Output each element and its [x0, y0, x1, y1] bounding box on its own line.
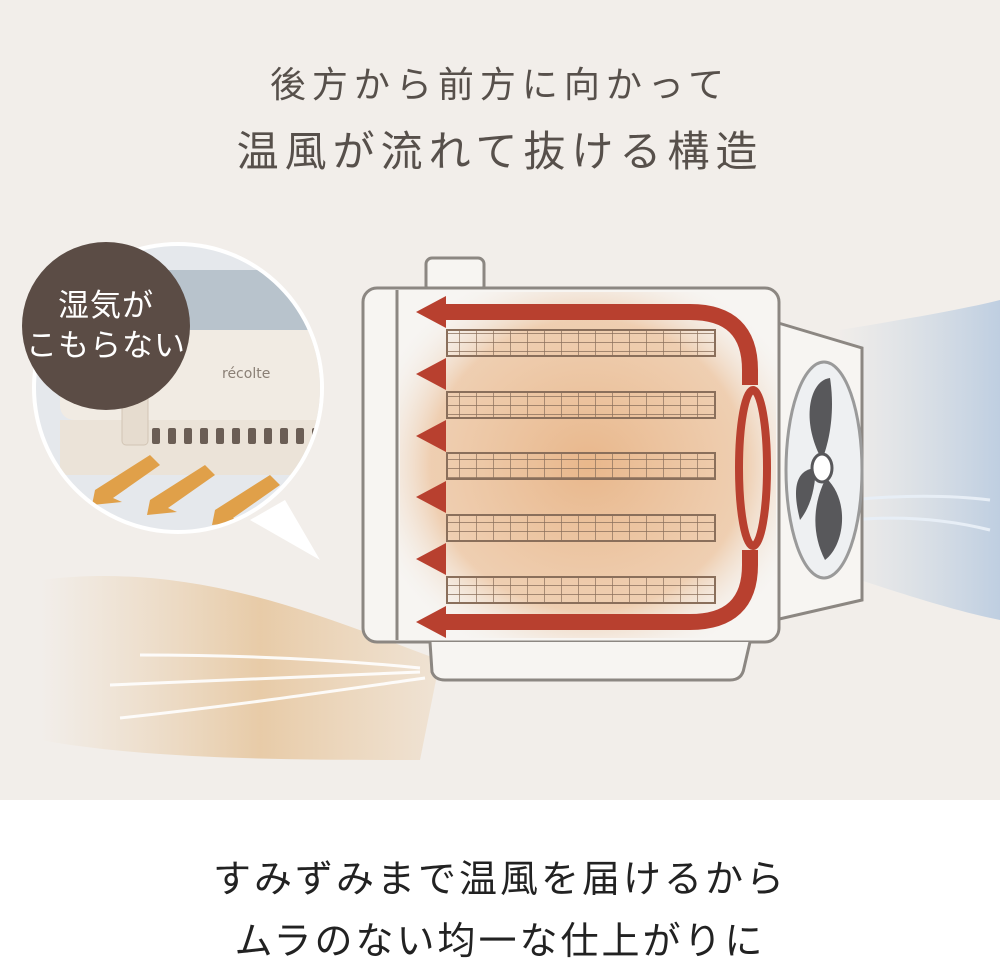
- caption-panel: [0, 800, 1000, 957]
- brand-logo: récolte: [222, 366, 270, 382]
- fan-icon: [795, 378, 843, 560]
- badge-line-2: こもらない: [26, 328, 186, 364]
- oven-diagram: [361, 256, 864, 682]
- headline-line-2: 温風が流れて抜ける構造: [236, 127, 764, 176]
- moisture-badge: 湿気が こもらない: [22, 242, 190, 410]
- airflow-illustration: récolte: [32, 242, 1000, 760]
- headline-line-1: 後方から前方に向かって: [269, 65, 731, 106]
- racks: [446, 329, 716, 604]
- caption-line-1: すみずみまで温風を届けるから: [212, 857, 787, 901]
- illustration-panel: 後方から前方に向かって 温風が流れて抜ける構造: [0, 0, 1000, 800]
- heat-arrows: [416, 296, 771, 638]
- caption-line-2: ムラのない均一な仕上がりに: [234, 919, 766, 963]
- cool-air-stream: [830, 300, 1000, 620]
- heater-ring: [735, 386, 771, 550]
- cool-air-lines: [849, 494, 991, 532]
- warm-air-lines: [109, 653, 426, 720]
- exhaust-arrows: [92, 455, 280, 525]
- badge-line-1: 湿気が: [58, 288, 154, 324]
- warm-air-stream: [40, 576, 440, 760]
